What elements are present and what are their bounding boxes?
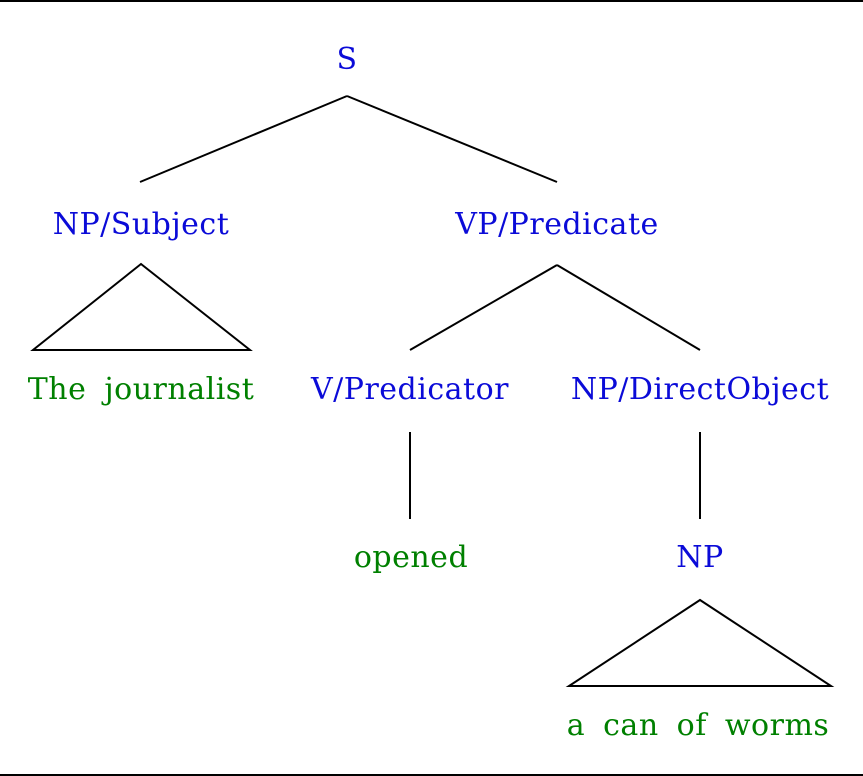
triangle-np-subject [30, 262, 253, 351]
leaf-a-can-of-worms: a can of worms [567, 708, 830, 743]
edge-s-to-vp-predicate [346, 95, 558, 183]
edge-vp-to-np-directobject [556, 264, 701, 351]
leaf-opened: opened [354, 540, 468, 575]
node-label-np-directobject: NP/DirectObject [571, 372, 829, 407]
node-label-s: S [336, 42, 357, 77]
edge-vp-to-v-predicator [409, 264, 558, 351]
leaf-the-journalist: The journalist [28, 372, 255, 407]
node-label-v-predicator: V/Predicator [310, 372, 509, 407]
node-label-vp-predicate: VP/Predicate [454, 207, 659, 242]
node-label-np: NP [676, 540, 723, 575]
edge-s-to-np-subject [139, 95, 348, 183]
triangle-np [565, 598, 835, 687]
node-label-np-subject: NP/Subject [53, 207, 230, 242]
